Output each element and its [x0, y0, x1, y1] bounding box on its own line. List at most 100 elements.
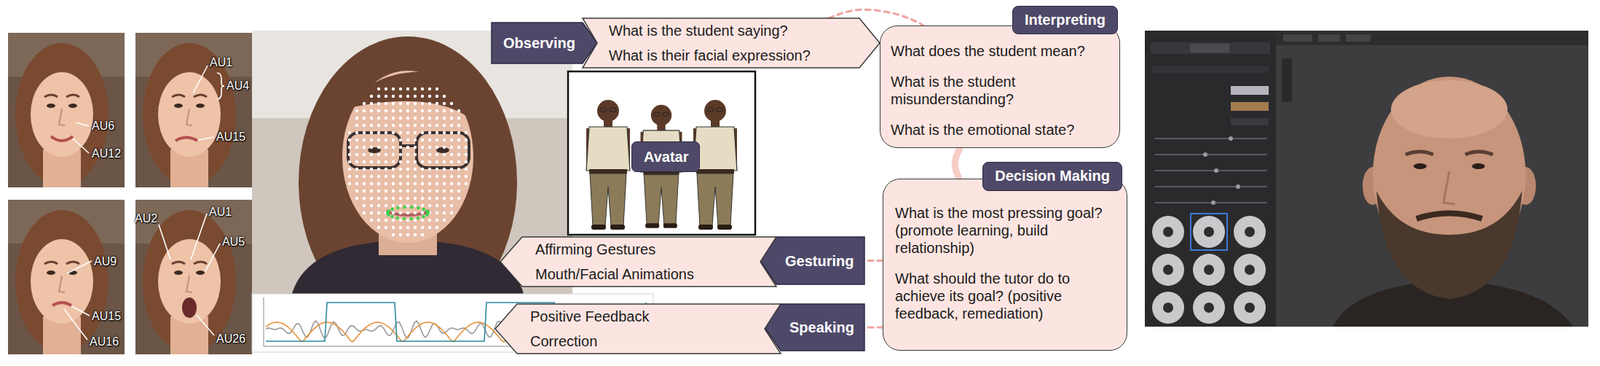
section-tab: Interpreting [1012, 5, 1118, 35]
webcam-photo [348, 132, 401, 168]
landmark-dots [420, 233, 424, 236]
landmark-dots [377, 101, 381, 105]
landmark-dots [391, 138, 395, 142]
landmark-dots [355, 182, 359, 185]
action-unit-label: AU4 [226, 78, 250, 93]
landmark-dots [399, 167, 403, 171]
action-unit-label: AU12 [91, 146, 121, 161]
face-photo [50, 136, 73, 141]
landmark-dots [425, 213, 429, 217]
action-unit-label: AU9 [93, 254, 117, 269]
landmark-dots [355, 174, 359, 178]
editor-screenshot [1203, 152, 1208, 157]
landmark-dots [435, 211, 439, 215]
webcam-photo [416, 132, 470, 168]
action-unit-label: AU5 [222, 234, 245, 249]
landmark-dots [369, 138, 373, 142]
landmark-dots [420, 196, 424, 200]
landmark-dots [442, 94, 446, 98]
landmark-dots [457, 131, 461, 135]
editor-screenshot [1244, 226, 1255, 237]
landmark-dots [435, 116, 439, 120]
landmark-dots [362, 189, 366, 193]
landmark-dots [399, 203, 403, 207]
landmark-dots [457, 123, 461, 127]
landmark-dots [450, 109, 453, 113]
landmark-dots [442, 109, 446, 113]
editor-screenshot [1230, 117, 1269, 126]
webcam-photo [342, 72, 478, 124]
action-unit-label: AU1 [209, 204, 232, 219]
landmark-dots [391, 218, 395, 222]
editor-screenshot [1390, 80, 1508, 139]
landmark-dots [420, 123, 424, 127]
landmark-dots [406, 218, 410, 222]
editor-screenshot [1155, 137, 1268, 140]
landmark-dots [399, 109, 403, 113]
landmark-dots [384, 131, 388, 135]
landmark-dots [391, 182, 395, 185]
landmark-dots [442, 182, 446, 185]
landmark-dots [384, 109, 388, 113]
shape-outline [495, 303, 781, 354]
landmark-dots [391, 189, 395, 193]
landmark-dots [464, 145, 468, 149]
editor-screenshot [1163, 226, 1255, 313]
landmark-dots [420, 174, 424, 178]
landmark-dots [457, 152, 461, 156]
landmark-dots [369, 109, 373, 113]
landmark-dots [420, 211, 424, 215]
landmark-dots [369, 218, 373, 222]
landmark-dots [413, 218, 417, 222]
landmark-dots [435, 145, 439, 149]
prompt-text: What is their facial expression? [608, 46, 811, 65]
editor-screenshot [1281, 58, 1292, 102]
landmark-dots [413, 94, 417, 98]
editor-screenshot [1155, 138, 1268, 203]
shape-outline [582, 18, 880, 68]
landmark-dots [369, 211, 373, 215]
question-text: What is the emotional state? [890, 120, 1110, 139]
landmark-dots [362, 167, 366, 171]
landmark-dots [377, 138, 381, 142]
landmark-dots [442, 189, 446, 193]
landmark-dots [421, 214, 425, 218]
editor-screenshot [1376, 190, 1523, 299]
landmark-dots [442, 138, 446, 142]
landmark-dots [377, 167, 381, 171]
landmark-dots [377, 116, 381, 120]
landmark-dots [413, 123, 417, 127]
editor-screenshot [1332, 76, 1574, 327]
editor-screenshot [1244, 264, 1255, 275]
leader-line [71, 305, 90, 316]
landmark-dots [442, 196, 446, 200]
question-text: What is the student misunderstanding? [890, 72, 1110, 108]
section-tab: Decision Making [982, 161, 1123, 191]
avatar-label: Avatar [643, 147, 689, 166]
action-unit-label: AU16 [89, 334, 119, 349]
landmark-dots [450, 203, 453, 207]
landmark-dots [457, 160, 461, 164]
editor-screenshot [1163, 264, 1174, 275]
landmark-dots [348, 87, 468, 236]
editor-screenshot [1405, 151, 1493, 155]
landmark-dots [348, 138, 352, 142]
landmark-dots [428, 131, 432, 135]
landmark-dots [384, 87, 388, 91]
landmark-dots [425, 209, 429, 212]
leader-line [64, 308, 88, 340]
editor-screenshot [1230, 101, 1269, 111]
landmark-dots [442, 145, 446, 149]
landmark-dots [420, 101, 424, 105]
avatar-sheet [693, 99, 738, 230]
landmark-dots [391, 87, 395, 91]
landmark-dots [384, 167, 388, 171]
prompt-text: What is the student saying? [608, 21, 788, 40]
landmark-dots [348, 145, 352, 149]
landmark-dots [450, 123, 453, 127]
landmark-dots [450, 182, 453, 185]
landmark-dots [406, 152, 410, 156]
editor-screenshot [1163, 302, 1174, 313]
landmark-dots [369, 101, 373, 105]
face-photo [135, 199, 252, 354]
